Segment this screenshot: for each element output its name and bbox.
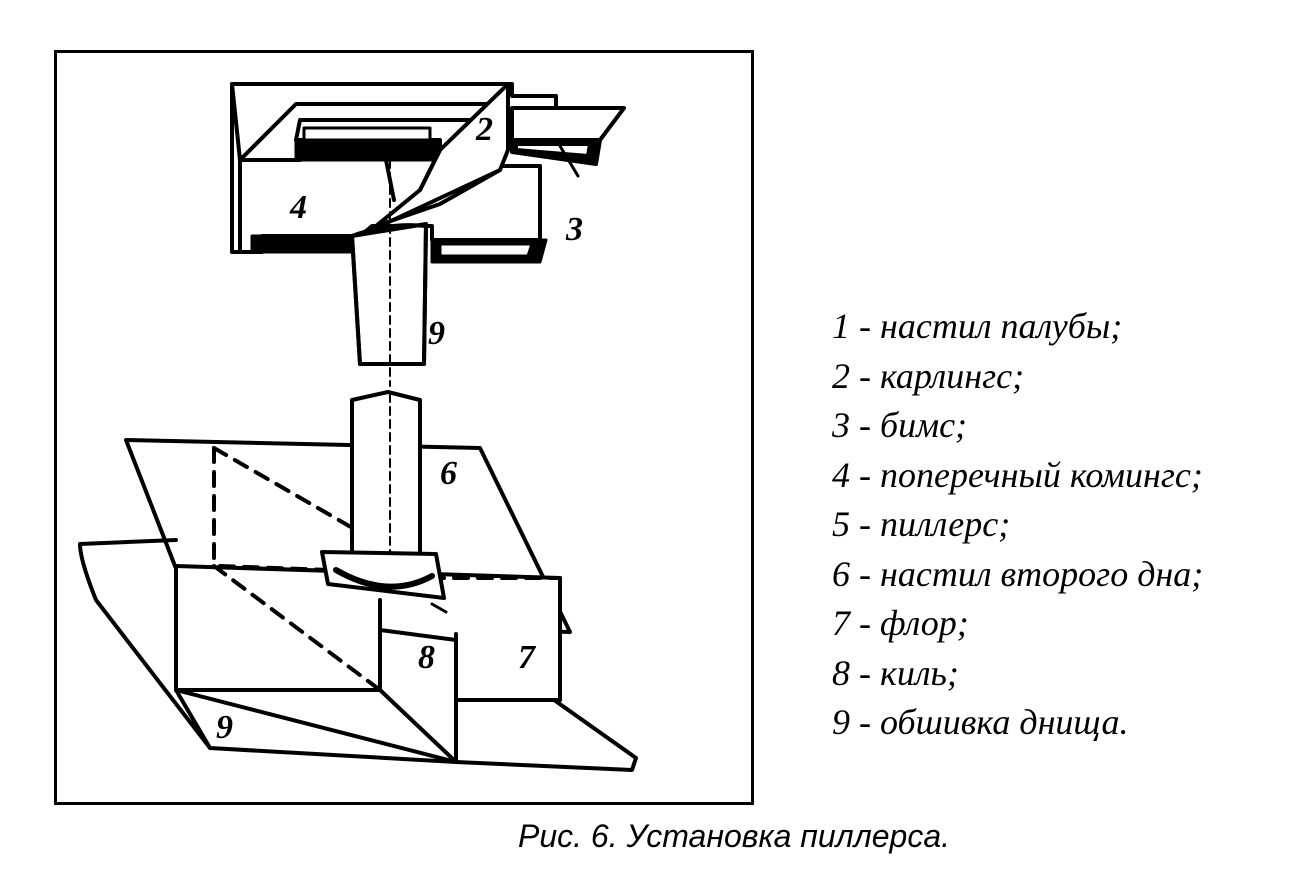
legend-list: 1 - настил палубы; 2 - карлингс; 3 - бим…	[832, 302, 1203, 748]
legend-item: 3 - бимс;	[832, 405, 968, 445]
legend-item: 9 - обшивка днища.	[832, 702, 1129, 742]
legend-item: 2 - карлингс;	[832, 355, 1025, 396]
legend-item: 4 - поперечный комингс;	[832, 454, 1203, 495]
legend-item: 8 - киль;	[832, 652, 959, 693]
drawing-frame	[54, 50, 754, 805]
label-inner-bottom: 6	[440, 455, 457, 492]
label-keel: 8	[418, 639, 435, 676]
figure-caption: Рис. 6. Установка пиллерса.	[518, 818, 951, 854]
label-bottom-plating: 9	[216, 709, 233, 746]
legend-item: 6 - настил второго дна;	[832, 553, 1204, 594]
carlings	[374, 82, 510, 230]
floor-block	[174, 564, 562, 764]
legend-item: 7 - флор;	[832, 603, 969, 643]
label-beam: 3	[565, 211, 583, 248]
beam	[510, 106, 626, 178]
pillar-lower	[350, 390, 422, 579]
pillar-foot	[320, 550, 448, 614]
pillar-upper	[350, 158, 428, 387]
legend-item: 5 - пиллерс;	[832, 504, 1011, 544]
hidden-lines	[212, 446, 562, 692]
label-pillar: 9	[428, 315, 445, 352]
label-floor: 7	[518, 639, 537, 676]
label-coaming: 4	[289, 189, 307, 226]
legend-item: 1 - настил палубы;	[832, 306, 1123, 346]
label-carlings: 2	[475, 111, 493, 148]
